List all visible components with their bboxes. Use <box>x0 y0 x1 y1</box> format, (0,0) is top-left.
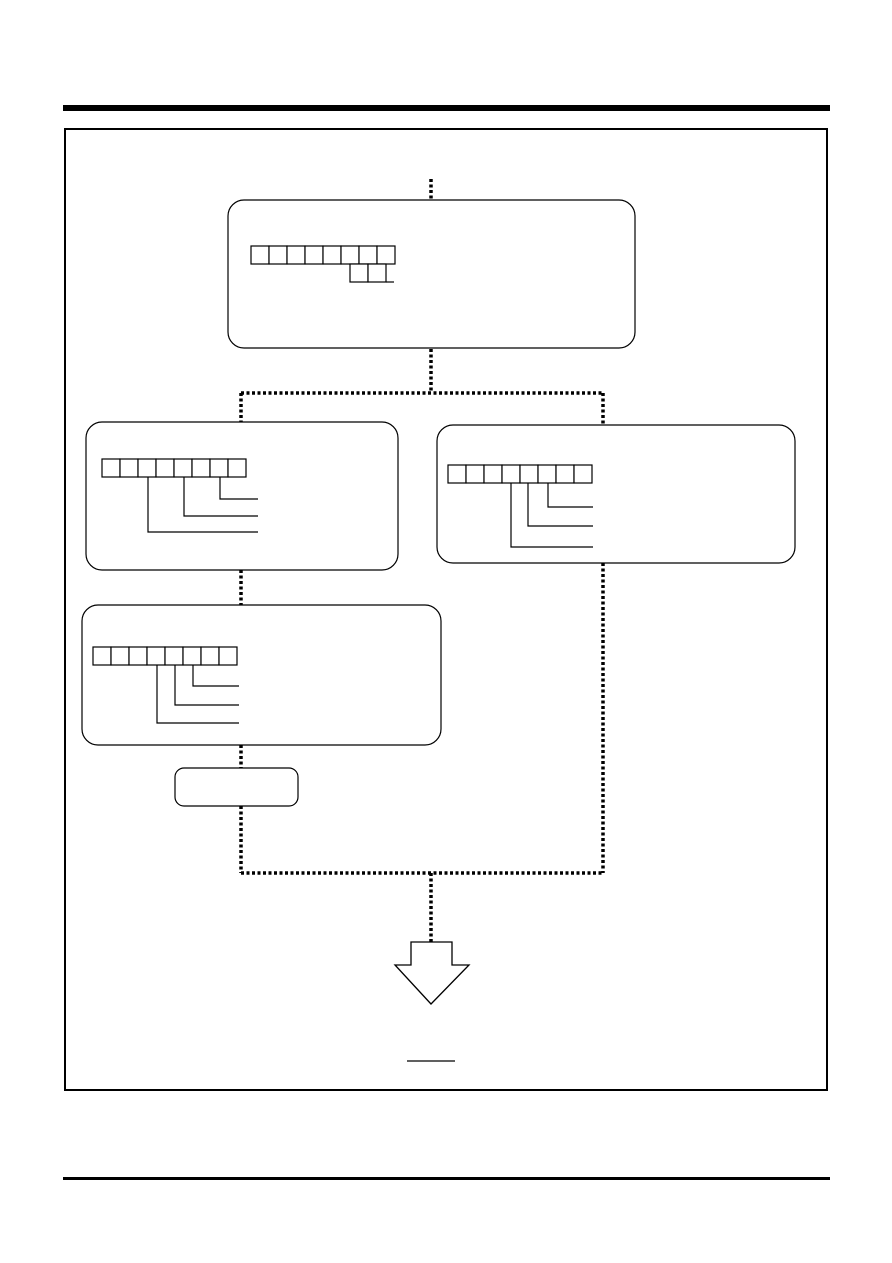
lower-left-register-cell <box>146 646 166 666</box>
result-arrow-icon <box>393 941 471 1005</box>
lower-left-register-cell <box>218 646 238 666</box>
right-register-cell <box>483 464 503 484</box>
lower-left-register-cell <box>110 646 130 666</box>
top-register <box>250 245 396 265</box>
right-register-cell <box>519 464 539 484</box>
lower-left-register-cell <box>164 646 184 666</box>
left-register-cell <box>101 458 121 478</box>
right-register <box>447 464 593 484</box>
top-register-cell <box>358 245 378 265</box>
lower-left-leader <box>174 665 239 706</box>
left-register-cell <box>191 458 211 478</box>
right-register-cell <box>555 464 575 484</box>
lower-left-register <box>92 646 238 666</box>
right-register-cell <box>447 464 467 484</box>
lower-left-box <box>81 604 442 746</box>
top-register-cell <box>322 245 342 265</box>
top-register-cell <box>340 245 360 265</box>
top-register-cell <box>250 245 270 265</box>
top-sub-register <box>349 263 387 283</box>
left-register-cell <box>119 458 139 478</box>
lower-left-register-cell <box>128 646 148 666</box>
lower-left-register-cell <box>92 646 112 666</box>
lower-left-leader <box>192 665 239 687</box>
left-register-cell <box>209 458 229 478</box>
lower-left-register-cell <box>200 646 220 666</box>
right-register-cell <box>537 464 557 484</box>
bottom-rule <box>63 1177 830 1180</box>
outer-frame <box>64 128 828 1091</box>
right-leader <box>510 483 593 548</box>
top-sub-register-cell <box>367 263 387 283</box>
lower-left-register-cell <box>182 646 202 666</box>
right-register-cell <box>465 464 485 484</box>
lower-left-leaders <box>156 665 239 724</box>
left-register-cell <box>173 458 193 478</box>
connectors <box>239 179 605 942</box>
top-register-cell <box>376 245 396 265</box>
small-box <box>174 767 299 807</box>
left-leader <box>183 477 258 517</box>
top-box <box>227 199 636 349</box>
left-register <box>101 458 247 478</box>
right-leaders <box>510 483 593 548</box>
right-leader <box>547 483 593 508</box>
left-leader <box>147 477 258 533</box>
right-register-cell <box>573 464 593 484</box>
right-leader <box>527 483 593 527</box>
right-box <box>436 424 796 564</box>
lower-left-leader <box>156 665 239 724</box>
left-box <box>85 421 399 571</box>
top-sub-register-cell <box>349 263 369 283</box>
left-register-cell <box>137 458 157 478</box>
left-leaders <box>147 477 258 533</box>
top-register-cell <box>268 245 288 265</box>
left-register-cell <box>155 458 175 478</box>
left-register-cell <box>227 458 247 478</box>
left-leader <box>219 477 258 500</box>
right-register-cell <box>501 464 521 484</box>
top-rule <box>63 105 830 111</box>
top-register-cell <box>304 245 324 265</box>
top-register-cell <box>286 245 306 265</box>
